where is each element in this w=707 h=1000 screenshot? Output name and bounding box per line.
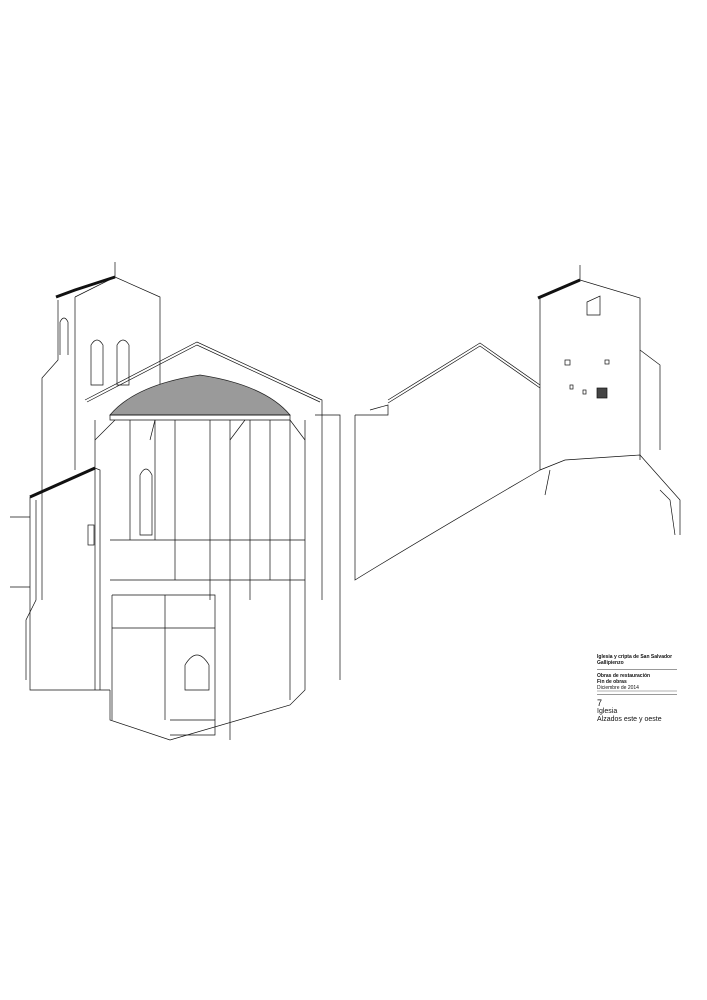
sheet-title: Iglesia bbox=[597, 708, 618, 715]
phase-stage: Fin de obras bbox=[597, 679, 627, 685]
date: Diciembre de 2014 bbox=[597, 685, 639, 691]
east-elevation bbox=[10, 262, 341, 741]
phase: Obras de restauración bbox=[597, 673, 651, 679]
west-elevation bbox=[354, 265, 681, 581]
title-block: Iglesia y cripta de San Salvador Gallipi… bbox=[597, 654, 677, 724]
sheet-number: 7 bbox=[597, 698, 603, 708]
divider bbox=[597, 694, 677, 695]
project-name: Iglesia y cripta de San Salvador bbox=[597, 654, 673, 660]
project-location: Gallipienzo bbox=[597, 660, 624, 666]
divider bbox=[597, 669, 677, 670]
sheet-subtitle: Alzados este y oeste bbox=[597, 716, 662, 723]
